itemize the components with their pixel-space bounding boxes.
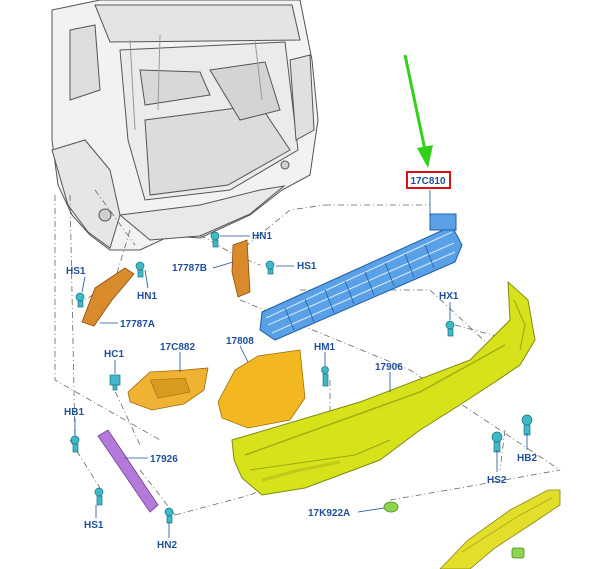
label-17C882[interactable]: 17C882 (160, 342, 195, 353)
reinforcement-17926[interactable] (97, 429, 159, 513)
label-hm1[interactable]: HM1 (314, 342, 336, 353)
energy-absorber-17C810[interactable] (259, 213, 463, 341)
label-hc1[interactable]: HC1 (104, 349, 124, 360)
clip-hs1-b-icon[interactable] (75, 292, 85, 308)
clip-hm1-icon[interactable] (321, 366, 329, 387)
label-17906[interactable]: 17906 (375, 362, 403, 373)
bracket-17C882[interactable] (127, 367, 209, 411)
label-hb2[interactable]: HB2 (517, 453, 537, 464)
bumper-cover-17906[interactable] (231, 280, 536, 496)
clip-hs2-icon[interactable] (491, 431, 503, 453)
clip-hn1-b-icon[interactable] (135, 261, 145, 278)
label-hs1-a[interactable]: HS1 (297, 261, 317, 272)
bracket-17787B[interactable] (231, 239, 251, 298)
reflector-17808[interactable] (217, 349, 306, 429)
pointer-arrow (403, 54, 433, 168)
label-17787B[interactable]: 17787B (172, 263, 207, 274)
plug-17K922A[interactable] (383, 501, 525, 559)
part-labels: 17C810 HN1 17787B HS1 HS1 HN1 17787A HX1… (64, 176, 537, 551)
label-hx1[interactable]: HX1 (439, 291, 459, 302)
clip-hn2-icon[interactable] (164, 507, 174, 524)
label-17K922A[interactable]: 17K922A (308, 508, 350, 519)
selected-part-highlight (406, 171, 451, 189)
label-leaders (74, 190, 528, 538)
label-hs2[interactable]: HS2 (487, 475, 507, 486)
label-17808[interactable]: 17808 (226, 336, 254, 347)
label-17787A[interactable]: 17787A (120, 319, 155, 330)
label-hs1-c[interactable]: HS1 (84, 520, 104, 531)
lower-reinforcement[interactable] (439, 489, 561, 569)
clip-hb2-icon[interactable] (521, 414, 533, 436)
clip-hx1-icon[interactable] (445, 320, 455, 337)
clip-hs1-a-icon[interactable] (265, 260, 275, 275)
bracket-17787A[interactable] (81, 267, 135, 327)
label-hn1-b[interactable]: HN1 (137, 291, 157, 302)
label-17C810[interactable]: 17C810 (410, 176, 445, 187)
fasteners (70, 231, 533, 524)
clip-hs1-c-icon[interactable] (94, 487, 104, 506)
label-17926[interactable]: 17926 (150, 454, 178, 465)
clip-hn1-a-icon[interactable] (210, 231, 220, 248)
label-hn2[interactable]: HN2 (157, 540, 177, 551)
label-hb1[interactable]: HB1 (64, 407, 84, 418)
label-hn1-a[interactable]: HN1 (252, 231, 272, 242)
clip-hc1-icon[interactable] (109, 374, 121, 391)
label-hs1-b[interactable]: HS1 (66, 266, 86, 277)
vehicle-body (51, 0, 319, 251)
